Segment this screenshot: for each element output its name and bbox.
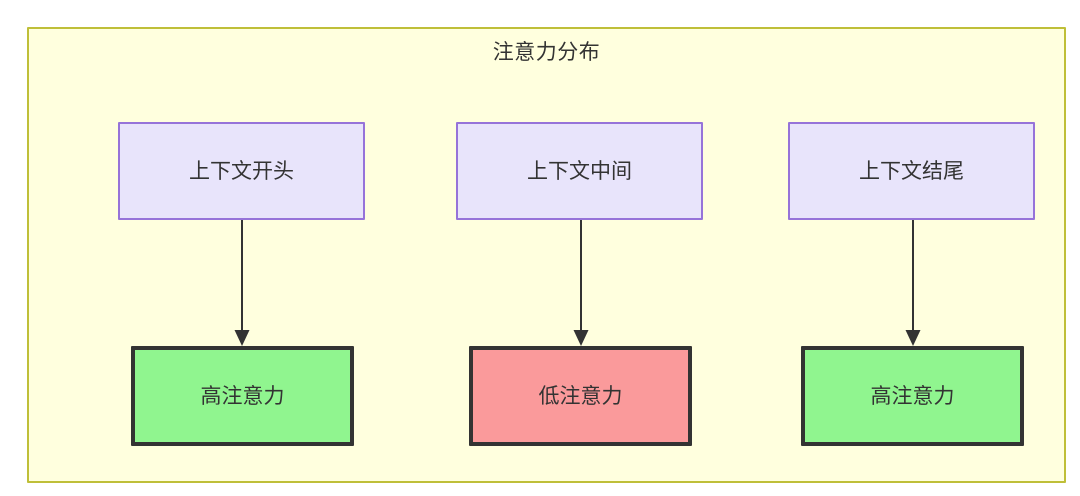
node-context-end-label: 上下文结尾	[859, 159, 964, 183]
node-context-end[interactable]: 上下文结尾	[788, 122, 1035, 220]
attention-distribution-cluster: 注意力分布 上下文开头 上下文中间 上下文结尾	[27, 27, 1066, 483]
edge-context-end-to-high-attention	[901, 220, 925, 348]
arrow-down-icon	[573, 220, 589, 346]
node-context-start[interactable]: 上下文开头	[118, 122, 365, 220]
node-high-attention-start[interactable]: 高注意力	[131, 346, 354, 446]
arrow-down-icon	[905, 220, 921, 346]
edge-context-middle-to-low-attention	[569, 220, 593, 348]
arrow-down-icon	[234, 220, 250, 346]
node-high-attention-end[interactable]: 高注意力	[801, 346, 1024, 446]
node-high-attention-end-label: 高注意力	[870, 384, 955, 408]
node-high-attention-start-label: 高注意力	[200, 384, 285, 408]
node-context-middle[interactable]: 上下文中间	[456, 122, 703, 220]
node-context-start-label: 上下文开头	[189, 159, 294, 183]
edge-context-start-to-high-attention	[230, 220, 254, 348]
node-context-middle-label: 上下文中间	[527, 159, 632, 183]
cluster-title: 注意力分布	[492, 41, 601, 64]
node-low-attention-middle[interactable]: 低注意力	[469, 346, 692, 446]
node-low-attention-middle-label: 低注意力	[538, 384, 623, 408]
